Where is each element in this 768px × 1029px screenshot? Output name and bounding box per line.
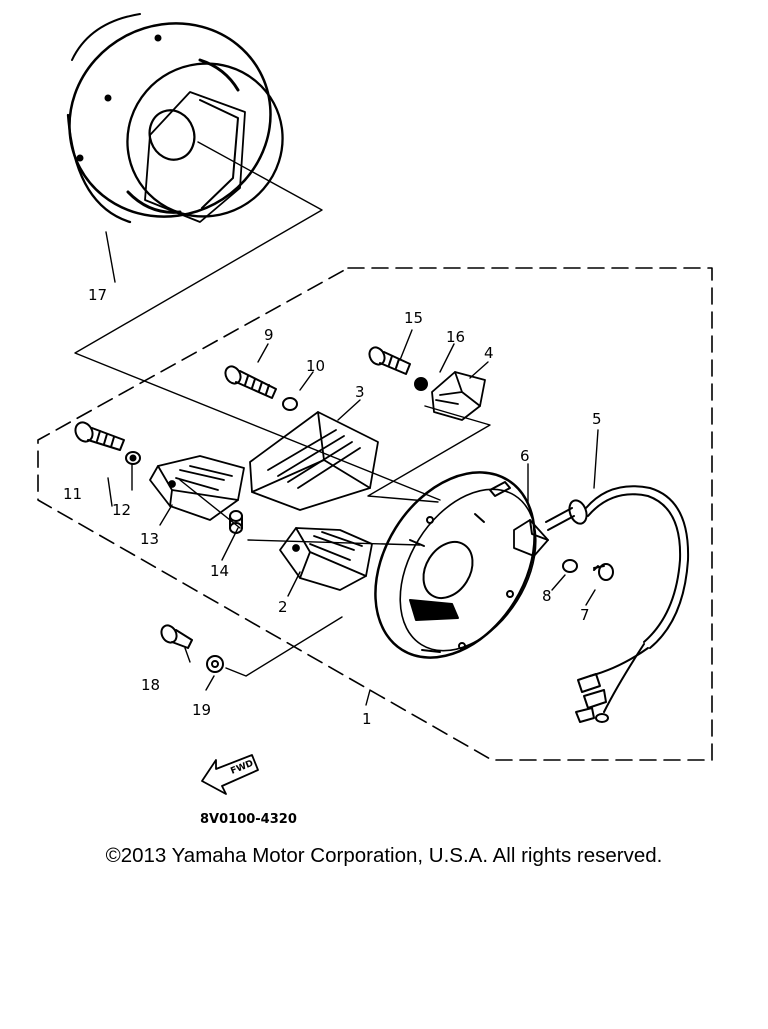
callout-labels: 1 2 3 4 5 6 7 8 9 10 11 12 13 14 15 16 1…: [63, 286, 602, 728]
fwd-arrow-icon: [201, 754, 259, 795]
callout-19: 19: [192, 701, 211, 719]
source-coil-13: [149, 455, 245, 521]
bolt-15: [368, 346, 411, 375]
washer-12: [125, 451, 141, 465]
collar-14: [229, 510, 243, 534]
callout-14: 14: [210, 562, 229, 580]
washer-8: [562, 559, 578, 573]
bolt-9: [224, 365, 277, 399]
callout-8: 8: [542, 587, 552, 605]
drawing-code: 8V0100-4320: [200, 812, 297, 827]
bolt-18: [160, 624, 193, 649]
callout-17: 17: [88, 286, 107, 304]
callout-18: 18: [141, 676, 160, 694]
flywheel-rotor: [66, 13, 284, 224]
bolt-11: [74, 421, 125, 451]
callout-4: 4: [484, 344, 494, 362]
callout-3: 3: [355, 383, 365, 401]
callout-5: 5: [592, 410, 602, 428]
callout-12: 12: [112, 501, 131, 519]
callout-11: 11: [63, 485, 82, 503]
washer-10: [282, 397, 298, 411]
copyright-notice: ©2013 Yamaha Motor Corporation, U.S.A. A…: [105, 844, 663, 867]
assembly-boundary: [37, 267, 713, 761]
callout-7: 7: [580, 606, 590, 624]
screw-7: [593, 563, 614, 581]
callout-16: 16: [446, 328, 465, 346]
callout-13: 13: [140, 530, 159, 548]
washer-16: [414, 377, 428, 391]
callout-10: 10: [306, 357, 325, 375]
callout-15: 15: [404, 309, 423, 327]
stator-base-plate: [374, 471, 537, 659]
wire-harness-5: [513, 485, 690, 723]
callout-6: 6: [520, 447, 530, 465]
pulser-coil-4: [431, 371, 486, 421]
lighting-coil-2: [279, 527, 373, 591]
washer-19: [206, 655, 224, 673]
charge-coil-3: [249, 411, 379, 511]
leader-lines: [74, 141, 599, 706]
callout-1: 1: [362, 710, 372, 728]
callout-2: 2: [278, 598, 288, 616]
callout-9: 9: [264, 326, 274, 344]
